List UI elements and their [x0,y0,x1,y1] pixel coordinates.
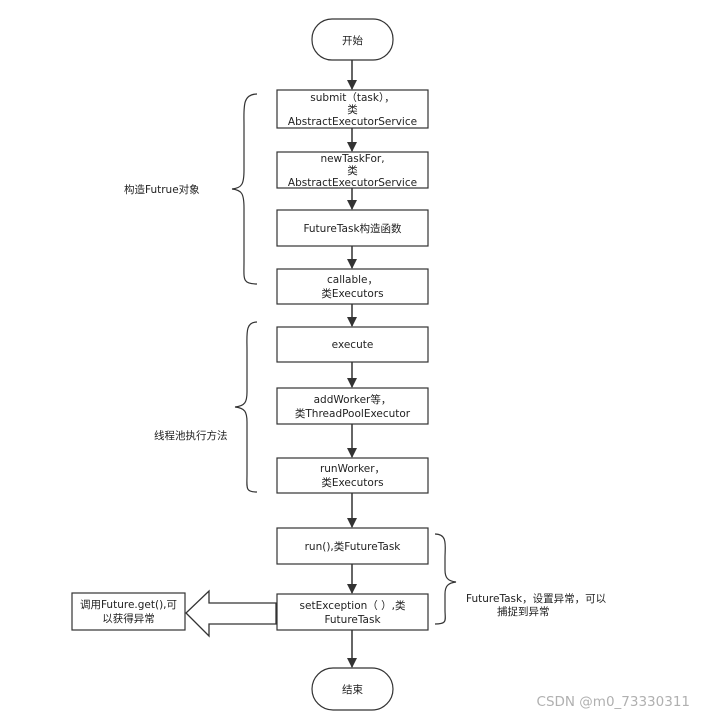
node-end: 结束 [311,667,394,711]
note-futuretask-line-2: 捕捉到异常 [497,605,550,618]
callout-line-2: 以获得异常 [102,612,155,625]
execute-box [276,326,429,363]
node-newtaskfor-line-1: newTaskFor, [320,153,384,165]
node-newtaskfor-line-2: 类 [347,164,358,177]
node-run: run(),类FutureTask [276,527,429,565]
node-addworker-line-2: 类ThreadPoolExecutor [295,407,411,420]
node-runworker-line-2: 类Executors [321,476,383,489]
node-newtaskfor: newTaskFor, 类 AbstractExecutorService [276,151,429,189]
node-start: 开始 [311,18,394,61]
node-start-label: 开始 [342,34,363,47]
futuretask-ctor-box [276,209,429,247]
node-addworker: addWorker等， 类ThreadPoolExecutor [276,387,429,425]
node-end-label: 结束 [342,683,363,696]
runworker-box [276,457,429,494]
node-addworker-line-1: addWorker等， [314,393,392,406]
run-box [276,527,429,565]
watermark: CSDN @m0_73330311 [537,694,690,710]
node-submit-line-2: 类 [347,103,358,116]
right-brace-futuretask [434,533,457,625]
node-setexception-line-2: FutureTask [324,614,381,626]
node-newtaskfor-line-3: AbstractExecutorService [288,177,417,189]
node-runworker-line-1: runWorker， [320,463,385,475]
newtaskfor-box [276,151,429,189]
node-execute-label: execute [332,339,374,351]
note-construct: 构造Futrue对象 [124,183,200,196]
hollow-arrow-left [185,589,277,638]
callout-call-get: 调用Future.get(),可 以获得异常 [71,592,186,631]
left-brace-construct [231,93,258,285]
braces [231,93,457,625]
setexception-box [276,593,429,631]
node-submit: submit（task）， 类 AbstractExecutorService [276,89,429,129]
note-threadpool: 线程池执行方法 [154,429,228,442]
submit-box [276,89,429,129]
callable-box [276,268,429,305]
callout-line-1: 调用Future.get(),可 [80,599,177,611]
node-execute: execute [276,326,429,363]
node-callable-line-2: 类Executors [321,287,383,300]
node-futuretask-ctor-label: FutureTask构造函数 [303,222,402,235]
node-runworker: runWorker， 类Executors [276,457,429,494]
note-futuretask-line-1: FutureTask，设置异常，可以 [466,592,607,605]
addworker-box [276,387,429,425]
node-submit-line-3: AbstractExecutorService [288,116,417,128]
left-brace-threadpool [234,321,258,493]
callout-box [71,592,186,631]
end-terminator [311,667,394,711]
node-callable: callable， 类Executors [276,268,429,305]
node-run-label: run(),类FutureTask [305,540,402,553]
node-callable-line-1: callable， [327,274,378,286]
start-terminator [311,18,394,61]
node-futuretask-ctor: FutureTask构造函数 [276,209,429,247]
node-setexception-line-1: setException（ ）,类 [300,599,406,612]
node-submit-line-1: submit（task）， [310,92,394,104]
node-setexception: setException（ ）,类 FutureTask [276,593,429,631]
